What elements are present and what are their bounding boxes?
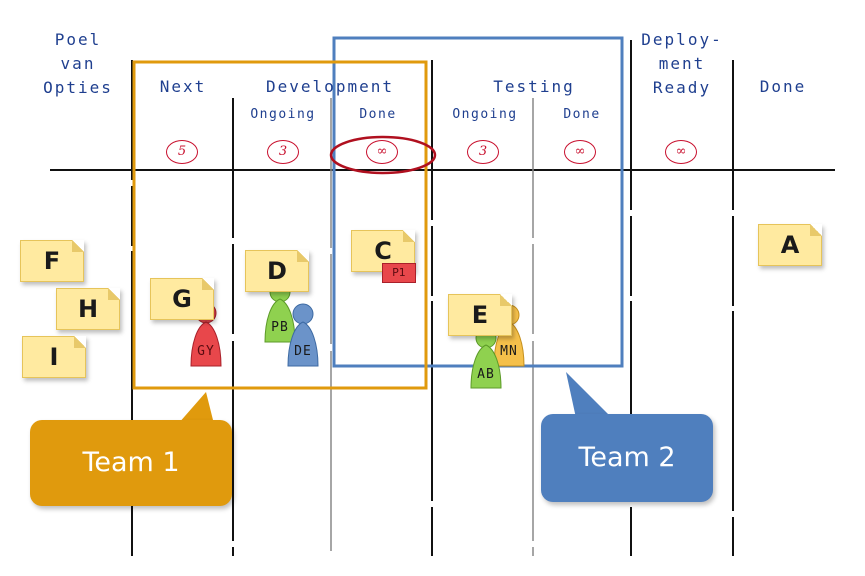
column-development-title: Development <box>266 77 394 96</box>
team1-region <box>132 60 428 390</box>
team2-callout-tail <box>566 372 612 418</box>
card-d[interactable]: D <box>245 250 309 292</box>
team2-callout: Team 2 <box>541 414 713 502</box>
team1-callout: Team 1 <box>30 420 232 506</box>
team1-callout-tail <box>178 392 214 424</box>
subcolumn-dev-done-title: Done <box>359 107 397 122</box>
wip-limit-deployment-ready: ∞ <box>665 140 697 164</box>
person-gy-initials: GY <box>197 344 215 359</box>
team2-label: Team 2 <box>578 442 676 473</box>
column-testing-title: Testing <box>493 77 575 96</box>
subcolumn-test-done-title: Done <box>563 107 601 122</box>
wip-limit-dev-ongoing: 3 <box>267 140 299 164</box>
subcolumn-test-ongoing-title: Ongoing <box>452 107 518 122</box>
person-de-initials: DE <box>294 344 312 359</box>
person-ab-initials: AB <box>477 367 495 382</box>
blocker-tag-p1: P1 <box>382 263 416 283</box>
column-backlog-title: Poel van Opties <box>43 30 113 97</box>
column-deployment-ready-title: Deploy- ment Ready <box>641 30 723 97</box>
highlight-ellipse <box>329 135 437 175</box>
column-done-title: Done <box>759 77 807 96</box>
card-a[interactable]: A <box>758 224 822 266</box>
team1-label: Team 1 <box>82 447 180 478</box>
column-next-title: Next <box>159 77 207 96</box>
wip-limit-next: 5 <box>166 140 198 164</box>
card-g[interactable]: G <box>150 278 214 320</box>
person-mn-initials: MN <box>500 344 518 359</box>
wip-limit-test-done: ∞ <box>564 140 596 164</box>
card-e[interactable]: E <box>448 294 512 336</box>
subcolumn-dev-ongoing-title: Ongoing <box>250 107 316 122</box>
card-h[interactable]: H <box>56 288 120 330</box>
wip-limit-test-ongoing: 3 <box>467 140 499 164</box>
wip-limit-dev-done: ∞ <box>366 140 398 164</box>
card-i[interactable]: I <box>22 336 86 378</box>
person-pb-initials: PB <box>271 320 289 335</box>
card-f[interactable]: F <box>20 240 84 282</box>
person-de-icon <box>287 303 319 367</box>
